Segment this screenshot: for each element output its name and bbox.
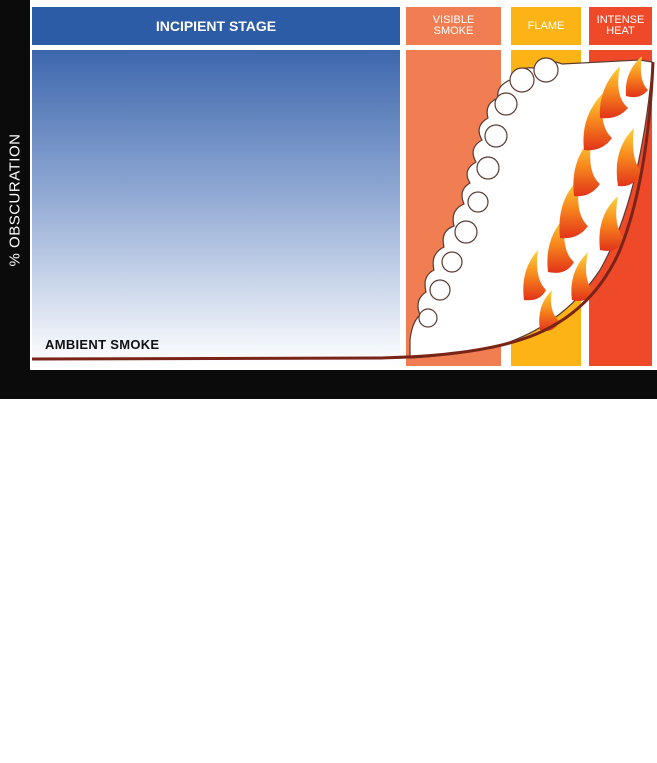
- x-axis: TIME: [0, 370, 657, 399]
- ambient-smoke-label: AMBIENT SMOKE: [45, 337, 159, 352]
- fire-stages-diagram: INCIPIENT STAGE VISIBLE SMOKE FLAME INTE…: [0, 0, 657, 399]
- y-axis: % OBSCURATION: [0, 0, 30, 399]
- y-axis-label: % OBSCURATION: [7, 134, 24, 267]
- x-axis-label: TIME: [333, 746, 371, 763]
